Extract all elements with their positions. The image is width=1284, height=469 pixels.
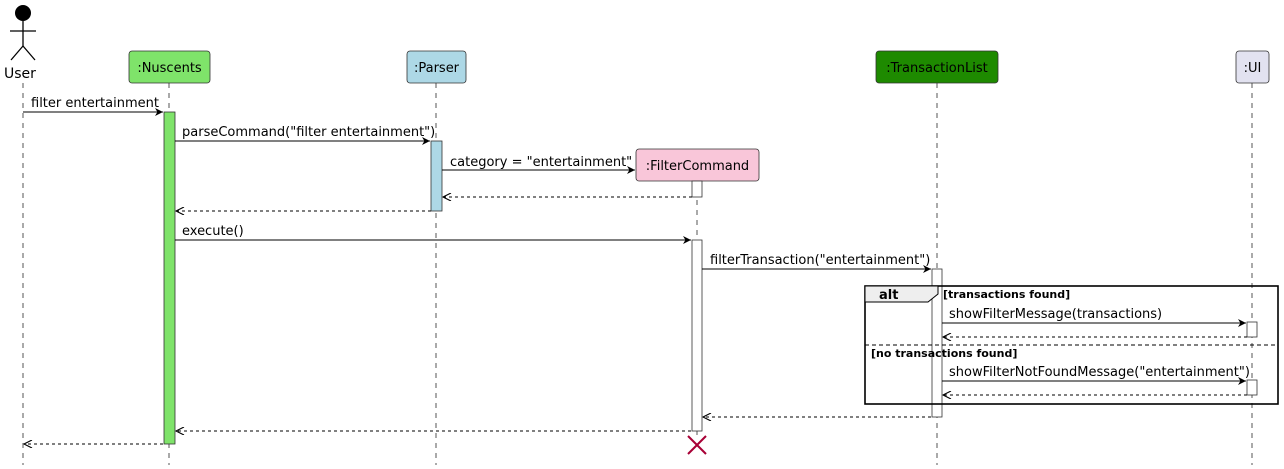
message-label: execute() <box>182 224 244 239</box>
alt-fragment: alt [transactions found] [no transaction… <box>864 285 1279 405</box>
message-label: parseCommand("filter entertainment") <box>182 125 435 140</box>
message-label: showFilterMessage(transactions) <box>949 307 1162 322</box>
message-filter-entertainment: filter entertainment <box>23 96 163 116</box>
activation-ui-2 <box>1246 379 1258 396</box>
destroy-stroke <box>687 435 707 455</box>
message-filter-transaction: filterTransaction("entertainment") <box>702 253 931 273</box>
participant-ui: :UI <box>1235 50 1270 84</box>
participant-box <box>1235 50 1270 84</box>
message-show-filter-not-found: showFilterNotFoundMessage("entertainment… <box>942 365 1250 385</box>
participant-parser: :Parser <box>406 50 467 84</box>
activation-transactionlist <box>931 268 943 418</box>
actor-leg-left <box>10 45 24 61</box>
participant-label: :UI <box>1244 61 1262 76</box>
alt-guard-2: [no transactions found] <box>871 347 1017 360</box>
participant-filtercommand: :FilterCommand <box>635 148 760 182</box>
message-label: filterTransaction("entertainment") <box>710 253 930 268</box>
message-show-filter-message: showFilterMessage(transactions) <box>942 307 1246 327</box>
message-execute: execute() <box>175 224 691 244</box>
message-create-filtercommand: category = "entertainment" <box>442 155 635 174</box>
destroy-x-icon <box>687 435 707 455</box>
message-parse-command: parseCommand("filter entertainment") <box>175 125 435 145</box>
participant-label: :Parser <box>414 61 460 76</box>
activation-filtercommand-1 <box>691 180 703 198</box>
actor-user: User <box>4 5 36 82</box>
alt-tab <box>864 285 939 303</box>
actor-leg-right <box>22 45 36 61</box>
message-label: category = "entertainment" <box>450 155 632 170</box>
actor-head <box>15 5 31 21</box>
actor-label: User <box>4 66 36 82</box>
message-label: showFilterNotFoundMessage("entertainment… <box>949 365 1250 380</box>
participant-box <box>406 50 467 84</box>
message-label: filter entertainment <box>31 96 159 111</box>
alt-keyword: alt <box>879 288 898 303</box>
participant-label: :FilterCommand <box>646 159 749 174</box>
activation-filtercommand-2 <box>691 239 703 432</box>
participant-label: :TransactionList <box>886 61 987 76</box>
participant-box <box>875 50 999 84</box>
activation-parser <box>430 140 443 212</box>
alt-guard-1: [transactions found] <box>943 288 1070 301</box>
participant-box <box>128 50 211 84</box>
participant-transactionlist: :TransactionList <box>875 50 999 84</box>
participant-nuscents: :Nuscents <box>128 50 211 84</box>
activation-nuscents <box>163 111 176 445</box>
activation-ui-1 <box>1246 321 1258 338</box>
participant-label: :Nuscents <box>137 61 202 76</box>
